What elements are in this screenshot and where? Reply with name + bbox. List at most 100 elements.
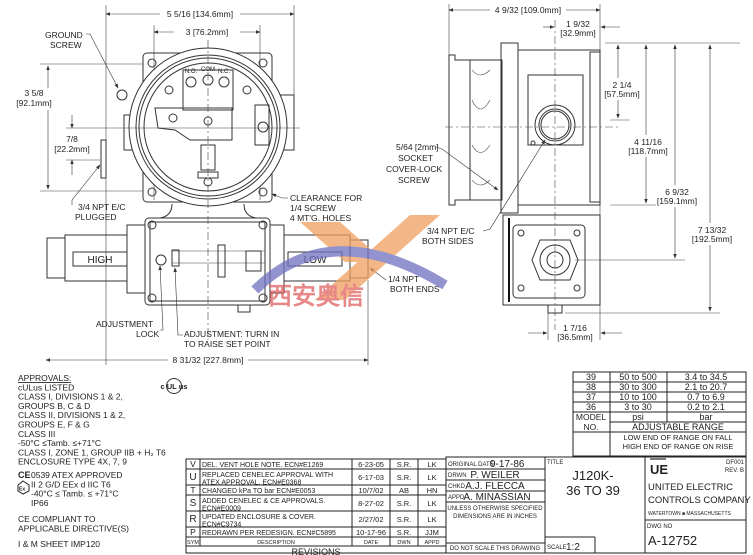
revision-drawn-by: S.R. xyxy=(397,528,412,537)
scale-label: SCALE xyxy=(547,545,567,551)
low-label: LOW xyxy=(304,255,327,266)
range-note-low: LOW END OF RANGE ON FALL xyxy=(623,433,732,442)
bar-range: 0.7 to 6.9 xyxy=(687,392,725,402)
revision-approved-by: HN xyxy=(427,486,438,495)
drawing-number: A-12752 xyxy=(648,533,697,548)
ul-mark-icon: c UL us xyxy=(161,378,187,394)
revision-drawn-by: S.R. xyxy=(397,499,412,508)
do-not-scale-note: DO NOT SCALE THIS DRAWING xyxy=(450,546,541,552)
revision-date: 6-23-05 xyxy=(358,460,384,469)
revision-header: DATE xyxy=(364,540,379,546)
revision-description: CHANGED kPa TO bar ECN#E0053 xyxy=(202,488,315,495)
high-port-fitting xyxy=(46,237,66,279)
dim-port-offset-mm: [32.9mm] xyxy=(560,28,595,38)
cover-fins xyxy=(448,54,503,206)
dim-b-text: 4 11/16 xyxy=(634,137,662,147)
no-label: NO. xyxy=(583,422,598,432)
adjustment-turn-label-2: TO RAISE SET POINT xyxy=(184,339,271,349)
dim-mount-width-text: 3 [76.2mm] xyxy=(186,27,229,37)
npt-both-sides-label: 3/4 NPT E/C xyxy=(427,226,475,236)
npt-plugged-label: 3/4 NPT E/C xyxy=(78,202,126,212)
form-number: DF001 xyxy=(726,460,745,466)
revision-sym: P xyxy=(190,527,196,537)
scale-value: 1:2 xyxy=(566,542,580,553)
dim-overall-length-text: 8 31/32 [227.8mm] xyxy=(173,355,244,365)
ground-screw-icon xyxy=(116,89,128,101)
dim-offset-text: 7/8 xyxy=(66,134,78,144)
approval-line: CLASS I, DIVISIONS 1 & 2, xyxy=(18,392,123,402)
revision-sym: T xyxy=(190,485,195,495)
ground-screw-label-2: SCREW xyxy=(50,40,82,50)
ground-screw-label: GROUND xyxy=(45,30,83,40)
revision-drawn-by: S.R. xyxy=(397,460,412,469)
dim-c-mm: [159.1mm] xyxy=(657,196,697,206)
dim-depth-text: 4 9/32 [109.0mm] xyxy=(495,5,561,15)
adjustable-range-header: ADJUSTABLE RANGE xyxy=(632,422,724,432)
revision-approved-by: JJM xyxy=(425,528,439,537)
terminal-no-label: N.O. xyxy=(185,69,198,75)
unless-note-2: DIMENSIONS ARE IN INCHES xyxy=(453,514,537,520)
ce-compliance-line: APPLICABLE DIRECTIVE(S) xyxy=(18,523,129,533)
model-number: 38 xyxy=(586,382,596,392)
bar-header: bar xyxy=(699,412,712,422)
watermark: 西安奥信 xyxy=(251,215,448,310)
revision-date: 6-17-03 xyxy=(358,473,384,482)
pressure-port-hex xyxy=(531,239,579,281)
socket-screw-label-4: SCREW xyxy=(398,175,430,185)
company-location: WATERTOWN ■ MASSACHUSETTS xyxy=(648,511,732,517)
model-number: 37 xyxy=(586,392,596,402)
approval-line: GROUPS B, C & D xyxy=(18,401,90,411)
unless-note: UNLESS OTHERWISE SPECIFIED xyxy=(447,506,543,512)
approvals-heading: APPROVALS: xyxy=(18,373,71,383)
side-view: 4 9/32 [109.0mm] 1 9/32 [32.9mm] xyxy=(386,4,740,342)
dim-bottom-mm: [36.5mm] xyxy=(557,332,592,342)
bar-range: 0.2 to 2.1 xyxy=(687,402,725,412)
revision-description: DEL. VENT HOLE NOTE. ECN#E1269 xyxy=(202,462,323,469)
dim-a-text: 2 1/4 xyxy=(613,80,632,90)
atex-line: II 2 G/D EEx d IIC T6 xyxy=(31,479,111,489)
psi-range: 30 to 300 xyxy=(619,382,657,392)
ce-compliance-line: CE COMPLIANT TO xyxy=(18,514,96,524)
revision-approved-by: LK xyxy=(427,460,436,469)
clearance-label-3: 4 MT'G. HOLES xyxy=(290,213,351,223)
approval-line: -50°C ≤Tamb. ≤+71°C xyxy=(18,438,101,448)
dim-c-text: 6 9/32 xyxy=(665,187,689,197)
atex-line: IP66 xyxy=(31,498,49,508)
dim-height-text: 3 5/8 xyxy=(25,88,44,98)
dwg-no-label: DWG NO xyxy=(647,524,673,530)
company-name-2: CONTROLS COMPANY xyxy=(648,495,751,506)
revision-sym: S xyxy=(190,498,197,509)
high-label: HIGH xyxy=(88,255,113,266)
im-sheet-reference: I & M SHEET IMP120 xyxy=(18,539,100,549)
appd-label: APPD xyxy=(448,495,465,501)
ex-mark-icon: Ex xyxy=(17,480,30,495)
approved-by: A. MINASSIAN xyxy=(463,492,530,503)
adjustment-lock-screw-icon xyxy=(155,254,167,266)
conduit-port xyxy=(534,104,576,146)
atex-line: -40°C ≤ Tamb. ≤ +71°C xyxy=(31,489,119,499)
revision-description: REDRAWN PER REDESIGN. ECN#C5895 xyxy=(202,530,336,537)
model-label: MODEL xyxy=(576,412,607,422)
revision-header: DWN xyxy=(397,540,410,546)
bar-range: 3.4 to 34.5 xyxy=(685,372,728,382)
psi-header: psi xyxy=(632,412,644,422)
dim-port-offset-text: 1 9/32 xyxy=(566,19,590,29)
revision-approved-by: LK xyxy=(427,515,436,524)
revision-date: 10-17-96 xyxy=(356,528,386,537)
revision-description: ADDED CENELEC & CE APPROVALS. xyxy=(202,498,325,505)
high-label-box xyxy=(72,251,128,267)
adjustment-lock-label-2: LOCK xyxy=(136,329,159,339)
dim-overall-width-text: 5 5/16 [134.6mm] xyxy=(167,9,233,19)
dim-d-mm: [192.5mm] xyxy=(692,234,732,244)
npt-both-ends-label-2: BOTH ENDS xyxy=(390,284,440,294)
revision-description: ECN#E0009 xyxy=(202,506,241,513)
approval-line: GROUPS E, F & G xyxy=(18,420,90,430)
